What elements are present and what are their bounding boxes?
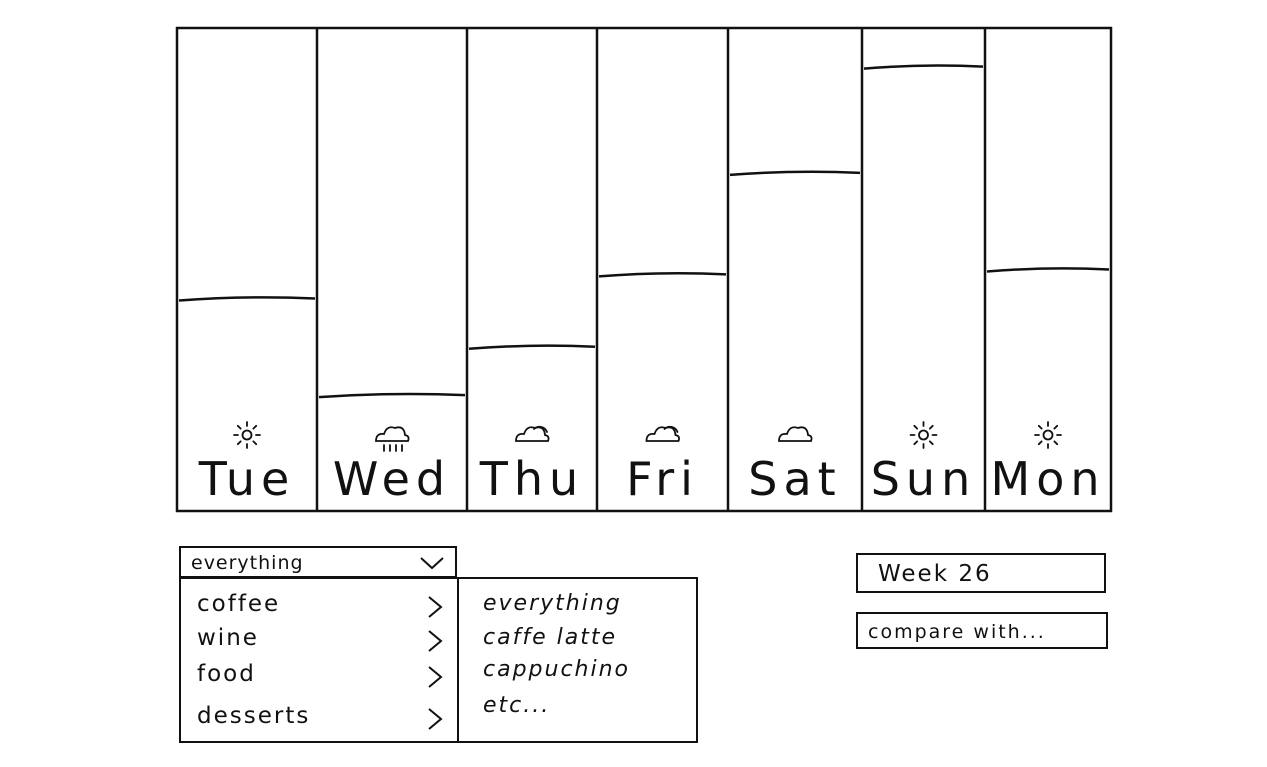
- chevron-right-icon: [428, 630, 443, 652]
- sun-core: [918, 429, 929, 441]
- sun-ray: [236, 440, 242, 446]
- menu-item-coffee[interactable]: coffee: [193, 589, 451, 623]
- sun-ray: [913, 440, 919, 446]
- submenu-item-everything[interactable]: everything: [483, 591, 622, 616]
- chevron-right-icon: [428, 666, 443, 688]
- cloud-shape: [375, 426, 410, 442]
- weekly-bar-chart: Tue Wed Thu Fri Sat Sun Mon: [175, 26, 1113, 513]
- dropdown-selected-value: everything: [191, 552, 304, 574]
- bar-level-tue: [178, 296, 316, 302]
- sun-ray: [252, 424, 258, 430]
- menu-item-desserts[interactable]: desserts: [193, 701, 451, 735]
- sun-core: [1042, 429, 1054, 441]
- sun-icon: [1034, 421, 1062, 449]
- day-label-sun: Sun: [871, 452, 977, 506]
- sun-icon: [233, 421, 261, 449]
- compare-with-button[interactable]: compare with...: [856, 612, 1108, 649]
- partly-cloudy-icon: [645, 425, 680, 442]
- rain-cloud-icon: [375, 426, 410, 452]
- menu-item-wine[interactable]: wine: [193, 623, 451, 657]
- menu-item-food[interactable]: food: [193, 659, 451, 693]
- bar-level-sun: [863, 64, 984, 70]
- cloud-shape: [778, 426, 813, 442]
- chevron-right-icon: [428, 596, 443, 618]
- partly-cloudy-icon: [515, 425, 550, 442]
- day-label-wed: Wed: [333, 452, 451, 506]
- chevron-right-icon: [428, 708, 443, 730]
- bar-level-thu: [468, 344, 596, 351]
- category-dropdown[interactable]: everything: [179, 546, 457, 578]
- sun-ray: [928, 424, 934, 430]
- cloud-icon: [778, 426, 813, 442]
- bar-level-wed: [318, 392, 466, 399]
- week-selector-button[interactable]: Week 26: [856, 553, 1106, 593]
- submenu-item-cappuchino[interactable]: cappuchino: [483, 657, 631, 682]
- chevron-down-icon: [420, 557, 444, 570]
- sun-icon: [909, 421, 938, 449]
- menu-item-label: coffee: [197, 591, 281, 617]
- chart-frame: [175, 26, 1113, 513]
- day-label-tue: Tue: [198, 452, 296, 506]
- sun-ray: [1037, 440, 1043, 446]
- menu-item-label: wine: [197, 625, 259, 651]
- submenu-item-caffe-latte[interactable]: caffe latte: [483, 625, 617, 650]
- menu-item-label: food: [197, 661, 256, 687]
- sun-ray: [236, 424, 242, 430]
- day-label-fri: Fri: [626, 452, 699, 506]
- day-label-sat: Sat: [748, 452, 841, 506]
- day-label-thu: Thu: [479, 452, 584, 506]
- menu-item-label: desserts: [197, 703, 311, 729]
- sun-ray: [913, 424, 919, 430]
- sun-ray: [1053, 440, 1059, 446]
- dropdown-menu: coffee wine food desserts everything caf…: [179, 577, 698, 743]
- sun-core: [241, 429, 253, 441]
- sun-ray: [1053, 424, 1059, 430]
- bar-level-mon: [986, 267, 1110, 273]
- sun-ray: [928, 440, 934, 446]
- bar-level-sat: [729, 170, 861, 177]
- sun-ray: [252, 440, 258, 446]
- cloud-shape: [515, 426, 550, 442]
- day-label-mon: Mon: [991, 452, 1106, 506]
- menu-divider: [457, 579, 459, 741]
- submenu-item-more: etc...: [483, 693, 551, 718]
- bar-level-fri: [598, 271, 727, 278]
- sun-ray: [1037, 424, 1043, 430]
- cloud-shape: [645, 426, 680, 442]
